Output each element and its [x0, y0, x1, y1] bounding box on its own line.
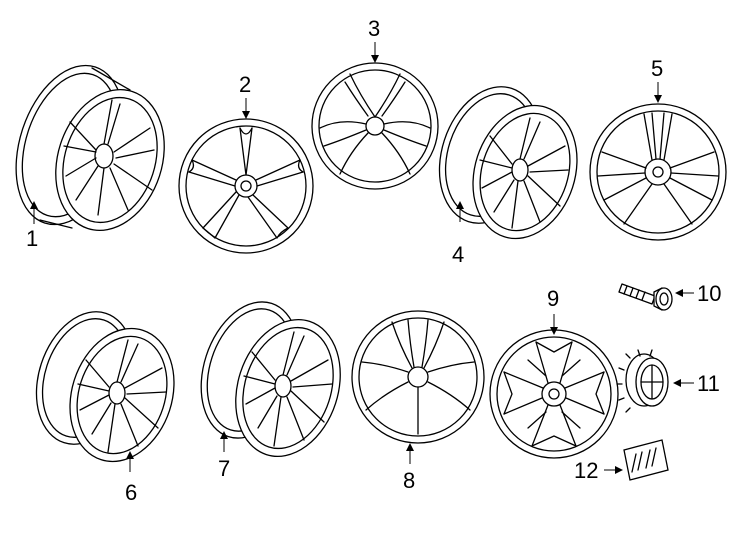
- wheel-4-drawing: [438, 86, 578, 240]
- cap-11-drawing: [616, 349, 669, 413]
- wheel-6-drawing: [35, 311, 175, 463]
- wheel-2-drawing: [178, 118, 314, 254]
- callout-8: 8: [403, 468, 415, 493]
- bolt-10-drawing: [618, 283, 673, 311]
- callout-3: 3: [368, 16, 380, 41]
- callout-2: 2: [239, 72, 251, 97]
- badge-12-drawing: [623, 439, 669, 481]
- callout-5: 5: [651, 56, 663, 81]
- wheel-7-drawing: [200, 301, 341, 457]
- callout-7: 7: [218, 456, 230, 481]
- callout-11: 11: [697, 371, 720, 396]
- callout-12: 12: [574, 458, 598, 483]
- wheel-5-drawing: [589, 103, 727, 241]
- wheel-1-drawing: [15, 64, 165, 231]
- wheel-9-drawing: [489, 329, 619, 459]
- callout-10: 10: [697, 281, 721, 306]
- wheel-3-drawing: [311, 62, 439, 190]
- wheel-8-drawing: [351, 310, 485, 444]
- callout-1: 1: [26, 226, 38, 251]
- callout-4: 4: [452, 242, 464, 267]
- callout-6: 6: [125, 480, 137, 505]
- callout-9: 9: [547, 286, 559, 311]
